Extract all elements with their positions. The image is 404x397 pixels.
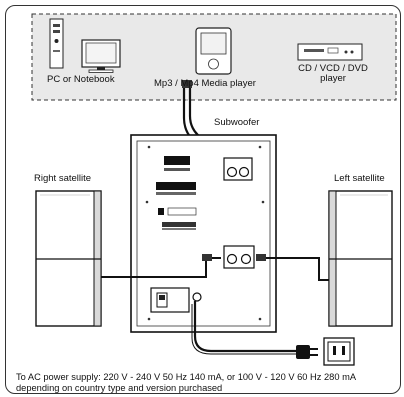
wall-outlet-icon — [323, 337, 355, 366]
pc-tower-icon — [49, 18, 64, 69]
diagram-frame: PC or Notebook Mp3 / Mp4 Media player CD… — [5, 5, 401, 394]
left-satellite-speaker — [328, 190, 393, 327]
dvd-label-line1: CD / VCD / DVD — [298, 63, 368, 74]
power-supply-note: To AC power supply: 220 V - 240 V 50 Hz … — [16, 372, 356, 393]
monitor-icon — [81, 39, 121, 73]
connection-diagram — [31, 13, 397, 366]
power-plug-icon — [296, 345, 318, 359]
right-satellite-speaker — [35, 190, 102, 327]
left-satellite-label: Left satellite — [334, 173, 385, 184]
subwoofer-back-panel — [130, 134, 277, 333]
dvd-label-line2: player — [320, 73, 346, 85]
media-player-icon — [195, 27, 232, 75]
power-cord — [193, 301, 298, 353]
right-satellite-label: Right satellite — [34, 173, 92, 184]
power-supply-line1: To AC power supply: 220 V - 240 V 50 Hz … — [16, 372, 357, 382]
power-supply-line2: depending on country type and version pu… — [16, 382, 223, 393]
dvd-player-icon — [297, 43, 363, 61]
media-player-label: Mp3 / Mp4 Media player — [154, 78, 256, 89]
pc-label: PC or Notebook — [47, 74, 115, 85]
subwoofer-label: Subwoofer — [214, 117, 260, 128]
dvd-player-label: CD / VCD / DVD player — [290, 63, 376, 85]
